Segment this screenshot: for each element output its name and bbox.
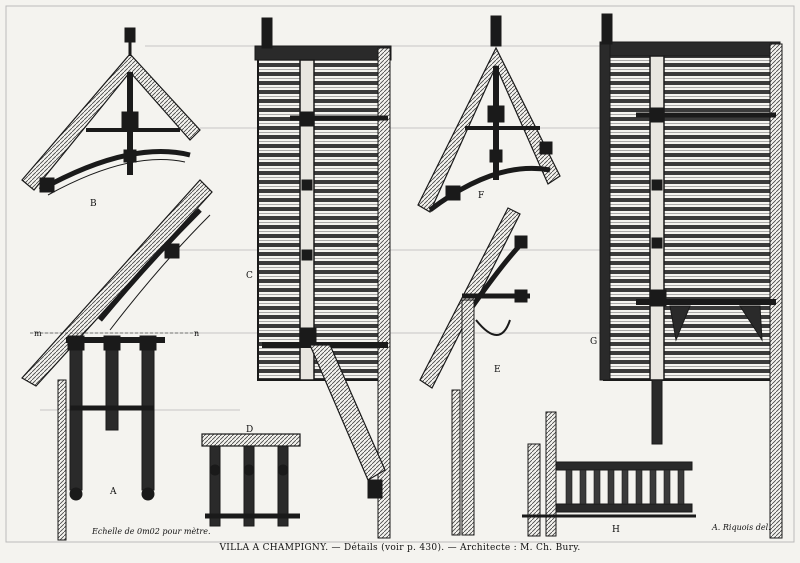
label-b: B [90,199,97,209]
figure-c-panel [254,17,392,539]
label-h: H [612,525,620,535]
figure-f-gable [417,15,561,213]
figure-h-balustrade [522,411,696,537]
scale-note: Echelle de 0m02 pour mètre. [92,527,211,536]
plate-caption: VILLA A CHAMPIGNY. — Détails (voir p. 43… [219,543,581,553]
figure-b-gable [21,27,201,196]
label-d: D [246,425,253,435]
label-c: C [246,271,253,281]
figure-d-balustrade [201,433,301,527]
section-mark-left: m [34,329,42,338]
label-f: F [478,191,484,201]
figure-e-eave [419,207,530,536]
draftsman-signature: A. Riquois del. [712,523,771,532]
plate-border [5,5,795,543]
label-a: A [109,487,117,497]
figure-g-panel [599,13,783,539]
label-g: G [590,337,597,347]
figure-a-eave-posts [21,179,213,541]
section-mark-right: n [194,329,199,338]
label-e: E [494,365,501,375]
